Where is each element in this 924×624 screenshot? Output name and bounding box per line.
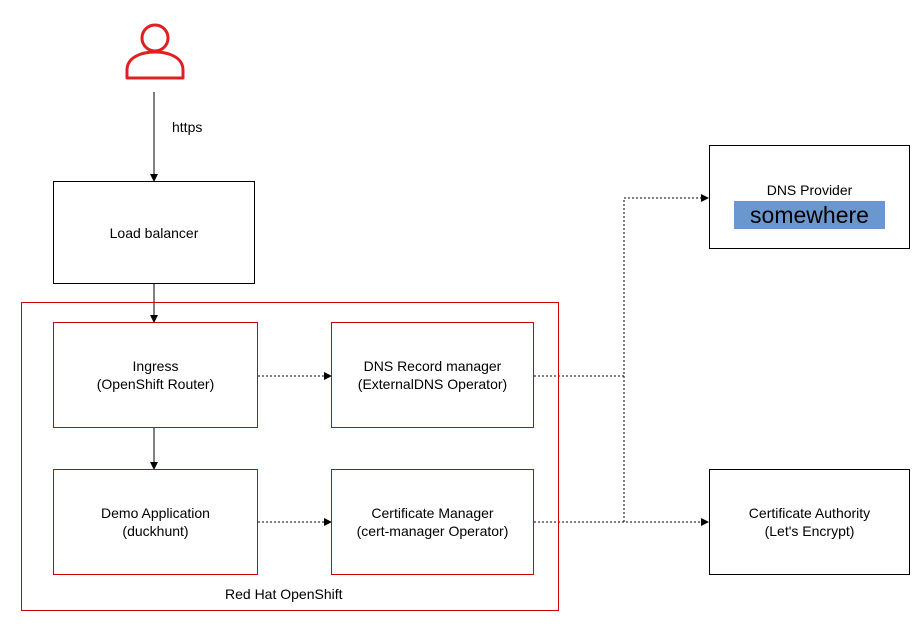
demo-application-subtitle: (duckhunt) <box>122 523 189 539</box>
dns-provider-highlight: somewhere <box>734 201 885 229</box>
ingress-title: Ingress <box>132 358 179 374</box>
certificate-authority-title: Certificate Authority <box>748 505 871 521</box>
edge-dns-manager-to-provider <box>534 194 709 377</box>
dns-record-manager-subtitle: (ExternalDNS Operator) <box>357 376 508 392</box>
load-balancer-label: Load balancer <box>109 224 199 241</box>
https-label: https <box>172 119 203 135</box>
demo-application-node[interactable]: Demo Application (duckhunt) <box>53 469 258 575</box>
user-icon <box>125 23 185 80</box>
dns-record-manager-title: DNS Record manager <box>363 358 502 374</box>
openshift-cluster-boundary <box>21 302 559 611</box>
dns-record-manager-node[interactable]: DNS Record manager (ExternalDNS Operator… <box>331 322 534 428</box>
dns-provider-node[interactable]: DNS Provider somewhere <box>709 145 910 249</box>
certificate-authority-subtitle: (Let's Encrypt) <box>764 523 855 539</box>
openshift-cluster-label: Red Hat OpenShift <box>225 586 343 602</box>
certificate-manager-title: Certificate Manager <box>371 505 494 521</box>
certificate-manager-node[interactable]: Certificate Manager (cert-manager Operat… <box>331 469 534 575</box>
demo-application-title: Demo Application <box>101 505 210 521</box>
ingress-subtitle: (OpenShift Router) <box>96 376 215 392</box>
load-balancer-node[interactable]: Load balancer <box>53 181 255 284</box>
dns-provider-title: DNS Provider <box>766 182 853 198</box>
certificate-manager-subtitle: (cert-manager Operator) <box>356 523 509 539</box>
ingress-node[interactable]: Ingress (OpenShift Router) <box>53 322 258 428</box>
certificate-authority-node[interactable]: Certificate Authority (Let's Encrypt) <box>709 469 910 575</box>
